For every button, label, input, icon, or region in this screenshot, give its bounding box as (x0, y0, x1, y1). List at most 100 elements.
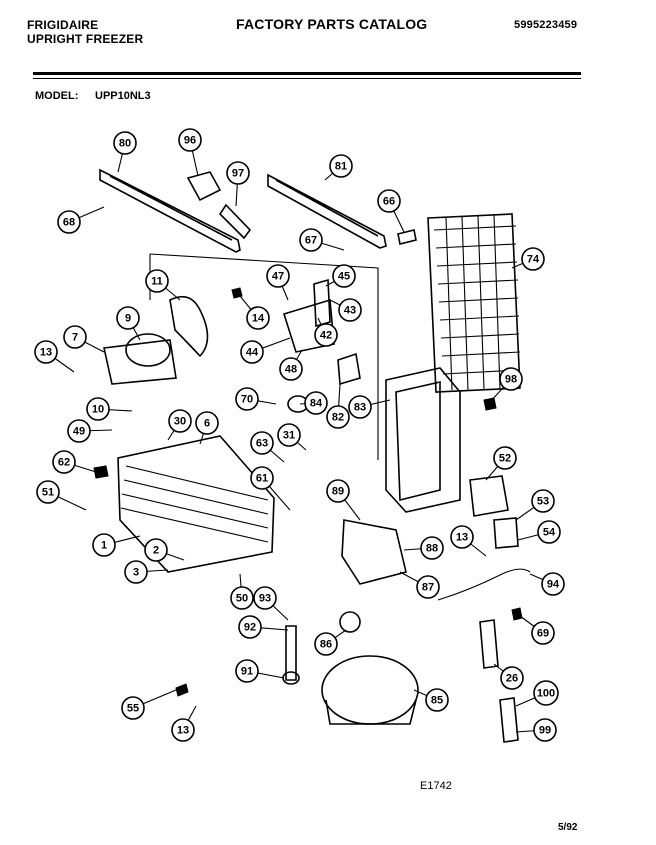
callout-number: 52 (499, 453, 511, 465)
callout-number: 94 (547, 579, 560, 591)
callout-number: 42 (320, 330, 332, 342)
callout-number: 11 (151, 276, 163, 288)
callout-bubble: 63 (250, 431, 274, 455)
callout-bubble: 6 (195, 411, 219, 435)
header-divider-thin (33, 78, 581, 79)
callout-bubble: 3 (124, 560, 148, 584)
callout-number: 9 (125, 313, 131, 325)
callout-bubble: 88 (420, 536, 444, 560)
callout-number: 10 (92, 404, 104, 416)
callout-bubble: 42 (314, 323, 338, 347)
callout-bubble: 13 (34, 340, 58, 364)
callout-number: 47 (272, 271, 284, 283)
callout-number: 31 (283, 430, 295, 442)
callout-number: 44 (246, 347, 259, 359)
callout-bubble: 89 (326, 479, 350, 503)
callout-number: 67 (305, 235, 317, 247)
callout-number: 97 (232, 168, 244, 180)
callout-bubble: 55 (121, 696, 145, 720)
callout-number: 63 (256, 438, 268, 450)
callout-number: 13 (456, 532, 468, 544)
callout-number: 45 (338, 271, 350, 283)
callout-bubble: 99 (533, 718, 557, 742)
callout-bubble: 100 (533, 680, 559, 706)
callout-bubble: 44 (240, 340, 264, 364)
callout-number: 55 (127, 703, 139, 715)
callout-number: 7 (72, 332, 78, 344)
callout-bubble: 49 (67, 419, 91, 443)
callout-bubble: 7 (63, 325, 87, 349)
callout-number: 43 (344, 305, 356, 317)
revision-date: 5/92 (558, 822, 578, 833)
callout-bubble: 82 (326, 405, 350, 429)
callout-number: 14 (252, 313, 265, 325)
callout-number: 2 (153, 545, 159, 557)
callout-number: 66 (383, 196, 395, 208)
callout-bubble: 93 (253, 586, 277, 610)
callout-bubble: 67 (299, 228, 323, 252)
callout-number: 84 (310, 398, 323, 410)
callout-bubble: 1 (92, 533, 116, 557)
callout-bubble: 13 (450, 525, 474, 549)
callout-bubble: 2 (144, 538, 168, 562)
callout-bubble: 10 (86, 397, 110, 421)
callout-number: 49 (73, 426, 85, 438)
callout-number: 6 (204, 418, 210, 430)
header-divider (33, 72, 581, 75)
callout-number: 30 (174, 416, 186, 428)
callout-number: 62 (58, 457, 70, 469)
callout-number: 48 (285, 364, 297, 376)
callout-bubble: 74 (521, 247, 545, 271)
callout-number: 88 (426, 543, 438, 555)
callout-bubble: 62 (52, 450, 76, 474)
callout-bubble: 83 (348, 395, 372, 419)
callout-number: 61 (256, 473, 268, 485)
callout-number: 86 (320, 639, 332, 651)
callout-bubble: 30 (168, 409, 192, 433)
callout-number: 70 (241, 394, 253, 406)
callout-bubble: 9 (116, 306, 140, 330)
callout-number: 80 (119, 138, 131, 150)
callout-number: 89 (332, 486, 344, 498)
callout-bubble: 98 (499, 367, 523, 391)
model-label: MODEL: (35, 90, 79, 102)
callout-number: 98 (505, 374, 517, 386)
callout-bubble: 80 (113, 131, 137, 155)
callout-number: 3 (133, 567, 139, 579)
callout-number: 99 (539, 725, 551, 737)
callout-bubble: 50 (230, 586, 254, 610)
callout-bubble: 51 (36, 480, 60, 504)
callout-bubble: 92 (238, 615, 262, 639)
callout-number: 82 (332, 412, 344, 424)
callout-bubble: 94 (541, 572, 565, 596)
product-type: UPRIGHT FREEZER (27, 32, 144, 46)
callout-bubble: 87 (416, 575, 440, 599)
callout-number: 68 (63, 217, 75, 229)
callout-bubble: 52 (493, 446, 517, 470)
callout-bubble: 13 (171, 718, 195, 742)
brand-name: FRIGIDAIRE (27, 18, 99, 32)
callout-bubble: 11 (145, 269, 169, 293)
callout-bubble: 47 (266, 264, 290, 288)
callout-bubble: 81 (329, 154, 353, 178)
callout-bubble: 84 (304, 391, 328, 415)
callout-bubble: 31 (277, 423, 301, 447)
callout-bubble: 66 (377, 189, 401, 213)
callout-bubble: 97 (226, 161, 250, 185)
callout-bubble: 85 (425, 688, 449, 712)
callout-bubble: 70 (235, 387, 259, 411)
callout-number: 1 (101, 540, 107, 552)
callout-number: 13 (40, 347, 52, 359)
callout-number: 87 (422, 582, 434, 594)
callout-number: 81 (335, 161, 347, 173)
callout-bubble: 68 (57, 210, 81, 234)
callout-bubble: 69 (531, 621, 555, 645)
callout-bubble: 48 (279, 357, 303, 381)
page-title: FACTORY PARTS CATALOG (236, 16, 428, 32)
callout-bubble: 61 (250, 466, 274, 490)
callout-bubble: 43 (338, 298, 362, 322)
callout-bubble: 53 (531, 489, 555, 513)
model-value: UPP10NL3 (95, 90, 151, 102)
